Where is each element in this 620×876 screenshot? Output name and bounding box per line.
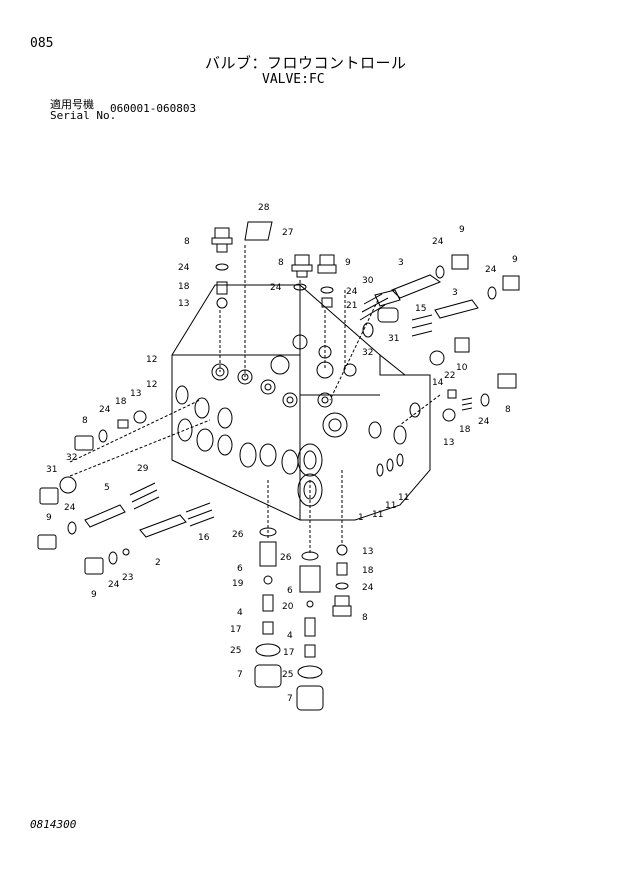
label-26b: 26 xyxy=(280,553,292,563)
bottom-parts-left xyxy=(254,527,282,688)
label-15: 15 xyxy=(415,304,426,314)
serial-label-japanese: 適用号機 xyxy=(50,98,94,111)
label-18a: 18 xyxy=(178,282,190,292)
label-31a: 31 xyxy=(388,334,399,344)
document-number: 0814300 xyxy=(30,818,77,831)
label-24g: 24 xyxy=(478,417,490,427)
label-13a: 13 xyxy=(178,299,189,309)
label-26a: 26 xyxy=(232,530,244,540)
bottom-parts-right xyxy=(332,544,352,617)
label-8e: 8 xyxy=(362,613,368,623)
label-27: 27 xyxy=(282,228,293,238)
part-labels: 1 2 3 3 4 4 5 6 6 7 7 8 8 8 8 8 9 9 9 9 … xyxy=(46,203,518,704)
label-9d: 9 xyxy=(46,513,52,523)
label-13d: 13 xyxy=(362,547,373,557)
label-2: 2 xyxy=(155,558,161,568)
label-12b: 12 xyxy=(146,380,157,390)
label-7a: 7 xyxy=(237,670,243,680)
label-32a: 32 xyxy=(362,348,373,358)
label-11c: 11 xyxy=(398,493,409,503)
label-28: 28 xyxy=(258,203,270,213)
serial-label-english: Serial No. xyxy=(50,109,117,122)
label-24h: 24 xyxy=(64,503,76,513)
top-parts xyxy=(211,221,337,309)
label-10: 10 xyxy=(456,363,468,373)
label-21: 21 xyxy=(346,301,357,311)
label-9a: 9 xyxy=(345,258,351,268)
title-japanese: バルブ：フロウコントロール xyxy=(205,54,407,72)
right-parts xyxy=(359,254,520,422)
label-25b: 25 xyxy=(282,670,293,680)
label-24e: 24 xyxy=(485,265,497,275)
label-24c: 24 xyxy=(346,287,358,297)
label-24i: 24 xyxy=(108,580,120,590)
label-9c: 9 xyxy=(512,255,518,265)
label-18d: 18 xyxy=(362,566,374,576)
label-11a: 11 xyxy=(372,510,383,520)
label-4a: 4 xyxy=(237,608,243,618)
label-13c: 13 xyxy=(443,438,454,448)
serial-range: 060001-060803 xyxy=(110,102,197,115)
label-6b: 6 xyxy=(287,586,293,596)
left-parts xyxy=(37,399,215,575)
label-18b: 18 xyxy=(115,397,127,407)
label-23: 23 xyxy=(122,573,133,583)
label-17b: 17 xyxy=(283,648,294,658)
label-7b: 7 xyxy=(287,694,293,704)
label-8d: 8 xyxy=(505,405,511,415)
label-18c: 18 xyxy=(459,425,471,435)
label-24f: 24 xyxy=(99,405,111,415)
label-24a: 24 xyxy=(178,263,190,273)
label-29: 29 xyxy=(137,464,149,474)
label-9e: 9 xyxy=(91,590,97,600)
label-8c: 8 xyxy=(82,416,88,426)
label-4b: 4 xyxy=(287,631,293,641)
title-english: VALVE:FC xyxy=(262,72,325,87)
label-31b: 31 xyxy=(46,465,57,475)
label-22: 22 xyxy=(444,371,455,381)
label-11b: 11 xyxy=(385,501,396,511)
page-number: 085 xyxy=(30,36,54,51)
label-9b: 9 xyxy=(459,225,465,235)
label-24d: 24 xyxy=(432,237,444,247)
label-32b: 32 xyxy=(66,453,77,463)
label-24j: 24 xyxy=(362,583,374,593)
label-8b: 8 xyxy=(278,258,284,268)
label-16: 16 xyxy=(198,533,210,543)
valve-block xyxy=(171,284,431,521)
label-6a: 6 xyxy=(237,564,243,574)
label-3a: 3 xyxy=(398,258,404,268)
label-17a: 17 xyxy=(230,625,241,635)
label-14: 14 xyxy=(432,378,444,388)
label-13b: 13 xyxy=(130,389,141,399)
label-19: 19 xyxy=(232,579,244,589)
label-12a: 12 xyxy=(146,355,157,365)
label-1: 1 xyxy=(358,513,364,523)
label-8a: 8 xyxy=(184,237,190,247)
label-24b: 24 xyxy=(270,283,282,293)
bottom-parts-middle xyxy=(296,551,324,711)
label-5: 5 xyxy=(104,483,110,493)
label-25a: 25 xyxy=(230,646,241,656)
label-30: 30 xyxy=(362,276,374,286)
label-20: 20 xyxy=(282,602,294,612)
leader-lines xyxy=(219,245,441,555)
label-3b: 3 xyxy=(452,288,458,298)
